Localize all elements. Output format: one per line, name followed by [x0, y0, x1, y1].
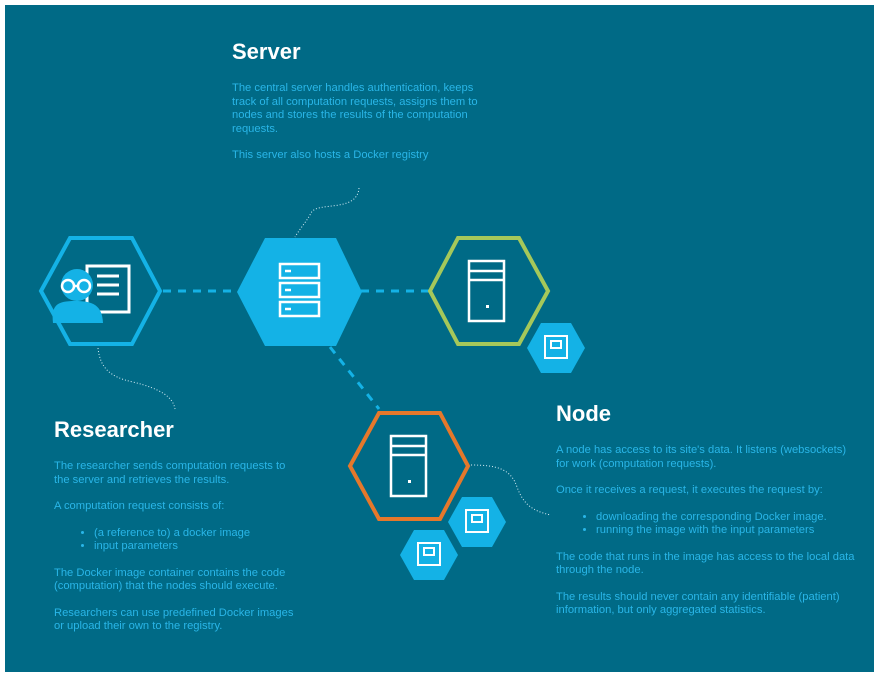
- diagram-canvas: Server The central server handles authen…: [5, 5, 874, 672]
- node-hexagon-orange: [347, 411, 471, 521]
- list-item: input parameters: [94, 540, 302, 554]
- node-description: A node has access to its site's data. It…: [556, 444, 856, 631]
- data-hexagon-node1: [527, 323, 585, 373]
- researcher-title: Researcher: [54, 417, 174, 442]
- callout-line-researcher: [97, 347, 176, 410]
- list-item: downloading the corresponding Docker ima…: [596, 511, 856, 525]
- server-title: Server: [232, 39, 301, 64]
- tower-server-icon: [467, 259, 506, 323]
- data-hexagon-node2-b: [400, 530, 458, 580]
- server-paragraph-1: The central server handles authenticatio…: [232, 82, 478, 135]
- node-hexagon-green: [427, 236, 551, 346]
- server-paragraph-2: This server also hosts a Docker registry: [232, 149, 429, 161]
- connector-server-node2: [328, 346, 381, 410]
- node-paragraph-2: Once it receives a request, it executes …: [556, 484, 823, 496]
- tower-server-icon: [389, 434, 428, 498]
- node-steps-list: downloading the corresponding Docker ima…: [556, 511, 856, 538]
- researcher-icon: [52, 264, 131, 323]
- callout-line-server: [294, 187, 360, 238]
- node-paragraph-3: The code that runs in the image has acce…: [556, 550, 855, 577]
- diagram-graphics: [38, 187, 585, 580]
- server-hexagon: [237, 238, 362, 346]
- server-stack-icon: [278, 262, 321, 318]
- researcher-request-list: (a reference to) a docker image input pa…: [54, 527, 302, 554]
- server-description: The central server handles authenticatio…: [232, 82, 494, 176]
- node-paragraph-1: A node has access to its site's data. It…: [556, 444, 847, 470]
- node-paragraph-4: The results should never contain any ide…: [556, 590, 840, 617]
- researcher-paragraph-3: The Docker image container contains the …: [54, 566, 286, 593]
- researcher-paragraph-1: The researcher sends computation request…: [54, 460, 286, 486]
- researcher-paragraph-4: Researchers can use predefined Docker im…: [54, 606, 294, 633]
- floppy-disk-icon: [465, 509, 489, 533]
- researcher-hexagon: [38, 236, 163, 346]
- floppy-disk-icon: [544, 335, 568, 359]
- data-hexagon-node2-a: [448, 497, 506, 547]
- list-item: (a reference to) a docker image: [94, 527, 302, 541]
- floppy-disk-icon: [417, 542, 441, 566]
- researcher-paragraph-2: A computation request consists of:: [54, 500, 225, 512]
- list-item: running the image with the input paramet…: [596, 524, 856, 538]
- node-title: Node: [556, 401, 611, 426]
- researcher-description: The researcher sends computation request…: [54, 460, 302, 647]
